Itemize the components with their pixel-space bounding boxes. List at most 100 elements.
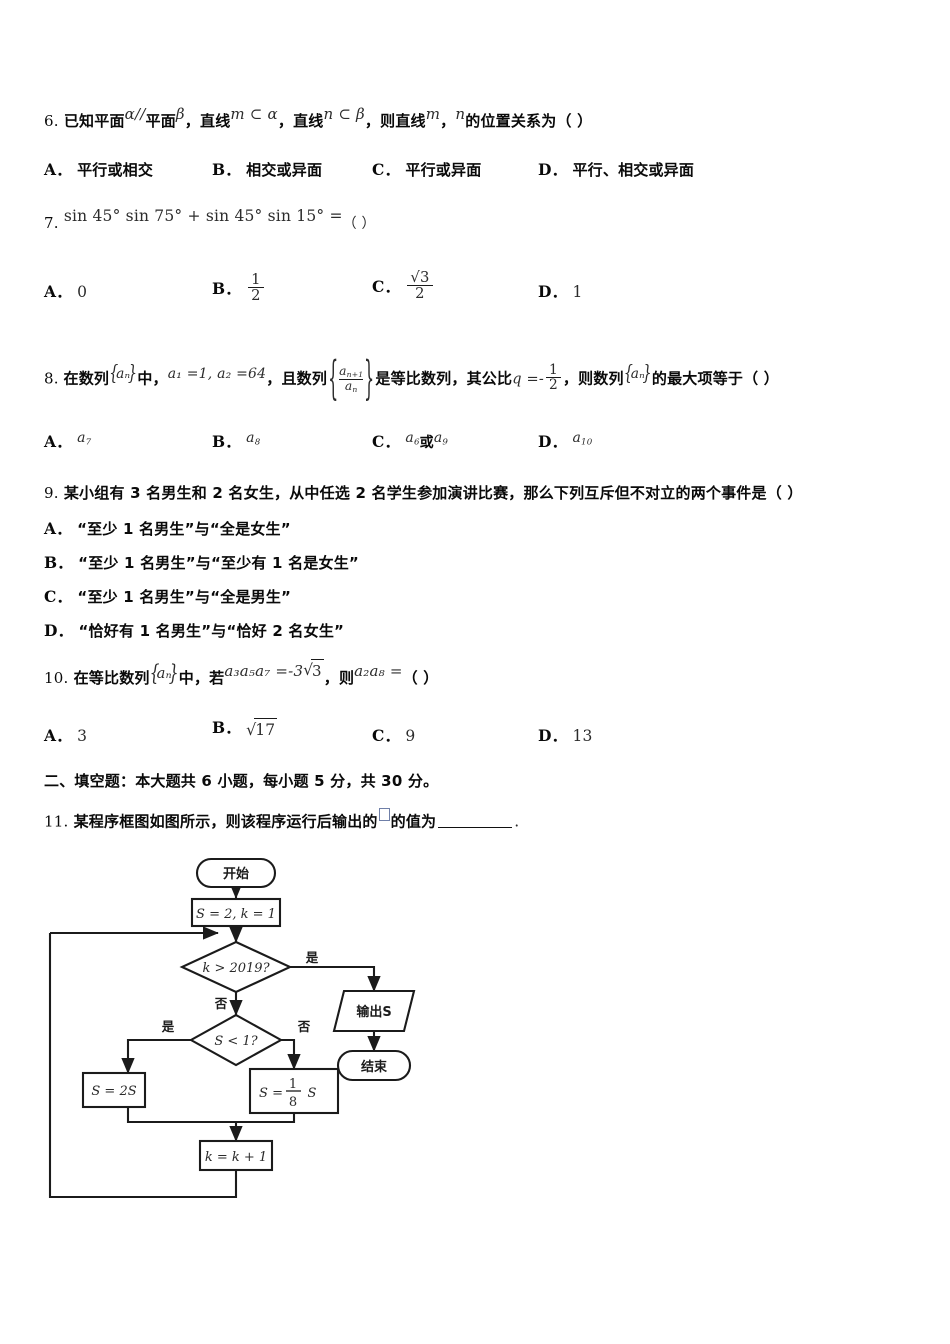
q8-text-3: ，且数列 <box>266 369 328 388</box>
option-letter: B． <box>212 278 242 298</box>
edge-label-cond1-yes: 是 <box>305 950 319 965</box>
q6-text-7: 的位置关系为（ ） <box>465 112 593 130</box>
option-value: 0 <box>77 283 88 301</box>
flow-node-output-label: 输出S <box>356 1004 391 1020</box>
q10-text-2: 中，若 <box>178 669 225 687</box>
q7-math: sin 45° sin 75° + sin 45° sin 15° = <box>63 207 343 225</box>
question-8-option-a[interactable]: A． a7 <box>44 430 91 454</box>
edge-increment-loopback <box>48 933 238 1199</box>
section-two-heading: 二、填空题：本大题共 6 小题，每小题 5 分，共 30 分。 <box>44 770 438 793</box>
question-9-text: 某小组有 3 名男生和 2 名女生，从中任选 2 名学生参加演讲比赛，那么下列互… <box>63 484 803 502</box>
option-letter: D． <box>44 621 74 640</box>
q10-set-1: aₙ <box>150 663 179 685</box>
q10-text-4: （ ） <box>402 669 439 687</box>
q8-ratio-set: an+1an <box>327 365 375 394</box>
question-10-option-a[interactable]: A． 3 <box>44 724 87 748</box>
q8-text-6: 的最大项等于（ ） <box>651 369 779 388</box>
option-letter: A． <box>44 519 72 538</box>
option-value: a8 <box>246 430 261 448</box>
option-value: a7 <box>77 430 92 448</box>
question-10-option-b[interactable]: B． 17 <box>212 716 278 742</box>
q6-math-4: n ⊂ β <box>323 105 365 123</box>
q10-math-2: a₂a₈ = <box>354 662 403 680</box>
question-9-option-d[interactable]: D． “恰好有 1 名男生”与“恰好 2 名女生” <box>44 619 344 643</box>
question-8-option-c[interactable]: C． a6或a9 <box>372 430 448 454</box>
question-7-option-d[interactable]: D． 1 <box>538 280 583 304</box>
q6-text-5: ，则直线 <box>364 112 426 130</box>
question-10-stem: 10. 在等比数列aₙ中，若a₃a₅a₇ =-33，则a₂a₈ =（ ） <box>44 659 439 690</box>
question-6-option-b[interactable]: B． 相交或异面 <box>212 158 322 182</box>
fraction-denominator: 2 <box>545 377 561 393</box>
option-letter: D． <box>538 282 568 301</box>
question-9-option-c[interactable]: C． “至少 1 名男生”与“全是男生” <box>44 585 291 609</box>
q6-math-2: β <box>175 105 185 123</box>
q8-text-1: 在数列 <box>63 369 110 388</box>
fraction-denominator: an <box>339 378 364 394</box>
edge-eighth-to-merge <box>236 1113 296 1124</box>
flow-node-output <box>332 989 416 1033</box>
q7-paren: （ ） <box>342 216 376 232</box>
q8-text-4: 是等比数列，其公比 <box>375 369 513 388</box>
q6-math-3: m ⊂ α <box>230 105 278 123</box>
option-value: a10 <box>572 430 593 448</box>
option-letter: D． <box>538 726 568 745</box>
option-text: “至少 1 名男生”与“全是男生” <box>77 588 292 606</box>
q8-text-5: ，则数列 <box>562 369 624 388</box>
question-8-option-b[interactable]: B． a8 <box>212 430 260 454</box>
question-10-option-c[interactable]: C． 9 <box>372 724 415 748</box>
q6-text-2: 平面 <box>145 112 176 130</box>
option-text: “至少 1 名男生”与“全是女生” <box>77 520 291 538</box>
option-value: 1 <box>572 283 583 301</box>
option-letter: B． <box>212 718 242 737</box>
question-7-stem: 7. sin 45° sin 75° + sin 45° sin 15° =（ … <box>44 207 376 235</box>
q8-math-1: a₁ =1, a₂ =64 <box>167 366 267 383</box>
question-9-option-b[interactable]: B． “至少 1 名男生”与“至少有 1 名是女生” <box>44 551 359 575</box>
question-9-option-a[interactable]: A． “至少 1 名男生”与“全是女生” <box>44 517 291 541</box>
q10-sqrt-1: 3 <box>303 659 324 683</box>
option-value: 3 <box>77 727 88 745</box>
flow-node-increment-label: k = k + 1 <box>205 1150 267 1165</box>
q10-text-3: ，则 <box>323 669 355 687</box>
option-text: 平行、相交或异面 <box>572 161 695 179</box>
option-letter: A． <box>44 726 72 745</box>
q8-set-2: aₙ <box>624 364 652 385</box>
option-sqrt: 17 <box>246 718 278 742</box>
question-8-number: 8. <box>44 369 59 388</box>
q6-text-4: ，直线 <box>277 112 324 130</box>
question-7-number: 7. <box>44 214 59 232</box>
question-6-option-a[interactable]: A． 平行或相交 <box>44 158 153 182</box>
question-8-stem: 8. 在数列 aₙ 中，a₁ =1, a₂ =64，且数列 an+1an 是等比数列，其… <box>44 363 779 394</box>
q11-period: . <box>514 812 520 831</box>
question-6-number: 6. <box>44 112 59 130</box>
option-letter: B． <box>212 432 242 451</box>
flow-node-cond1-label: k > 2019? <box>202 961 270 976</box>
q6-text-1: 已知平面 <box>63 112 125 130</box>
option-letter: C． <box>372 432 401 451</box>
question-8-option-d[interactable]: D． a10 <box>538 430 592 454</box>
edge-cond1-yes-to-output <box>290 965 381 992</box>
flow-node-cond2 <box>188 1013 284 1067</box>
question-6-option-c[interactable]: C． 平行或异面 <box>372 158 481 182</box>
q10-text-1: 在等比数列 <box>73 669 150 687</box>
question-7-option-a[interactable]: A． 0 <box>44 280 87 304</box>
q6-math-1: α// <box>124 105 146 123</box>
question-7-option-c[interactable]: C． √3 2 <box>372 270 435 302</box>
option-letter: B． <box>212 160 242 179</box>
flow-node-cond1 <box>179 940 293 994</box>
flow-node-eighth-denominator: 8 <box>289 1095 297 1110</box>
flow-node-cond2-label: S < 1? <box>214 1034 258 1049</box>
question-7-option-b[interactable]: B． 1 2 <box>212 272 266 304</box>
question-11-stem: 11. 某程序框图如图所示，则该程序运行后输出的的值为. <box>44 808 519 834</box>
question-10-option-d[interactable]: D． 13 <box>538 724 593 748</box>
option-text: 相交或异面 <box>246 161 323 179</box>
edge-label-cond2-no: 否 <box>297 1019 311 1034</box>
question-6-option-d[interactable]: D． 平行、相交或异面 <box>538 158 694 182</box>
q8-ratio-fraction: an+1an <box>339 365 364 394</box>
option-letter: A． <box>44 282 72 301</box>
q8-text-2: 中， <box>137 369 168 388</box>
fraction-denominator: 2 <box>407 285 433 302</box>
flow-node-end-label: 结束 <box>361 1059 388 1075</box>
answer-blank[interactable] <box>438 814 513 828</box>
flow-node-end <box>336 1049 412 1082</box>
